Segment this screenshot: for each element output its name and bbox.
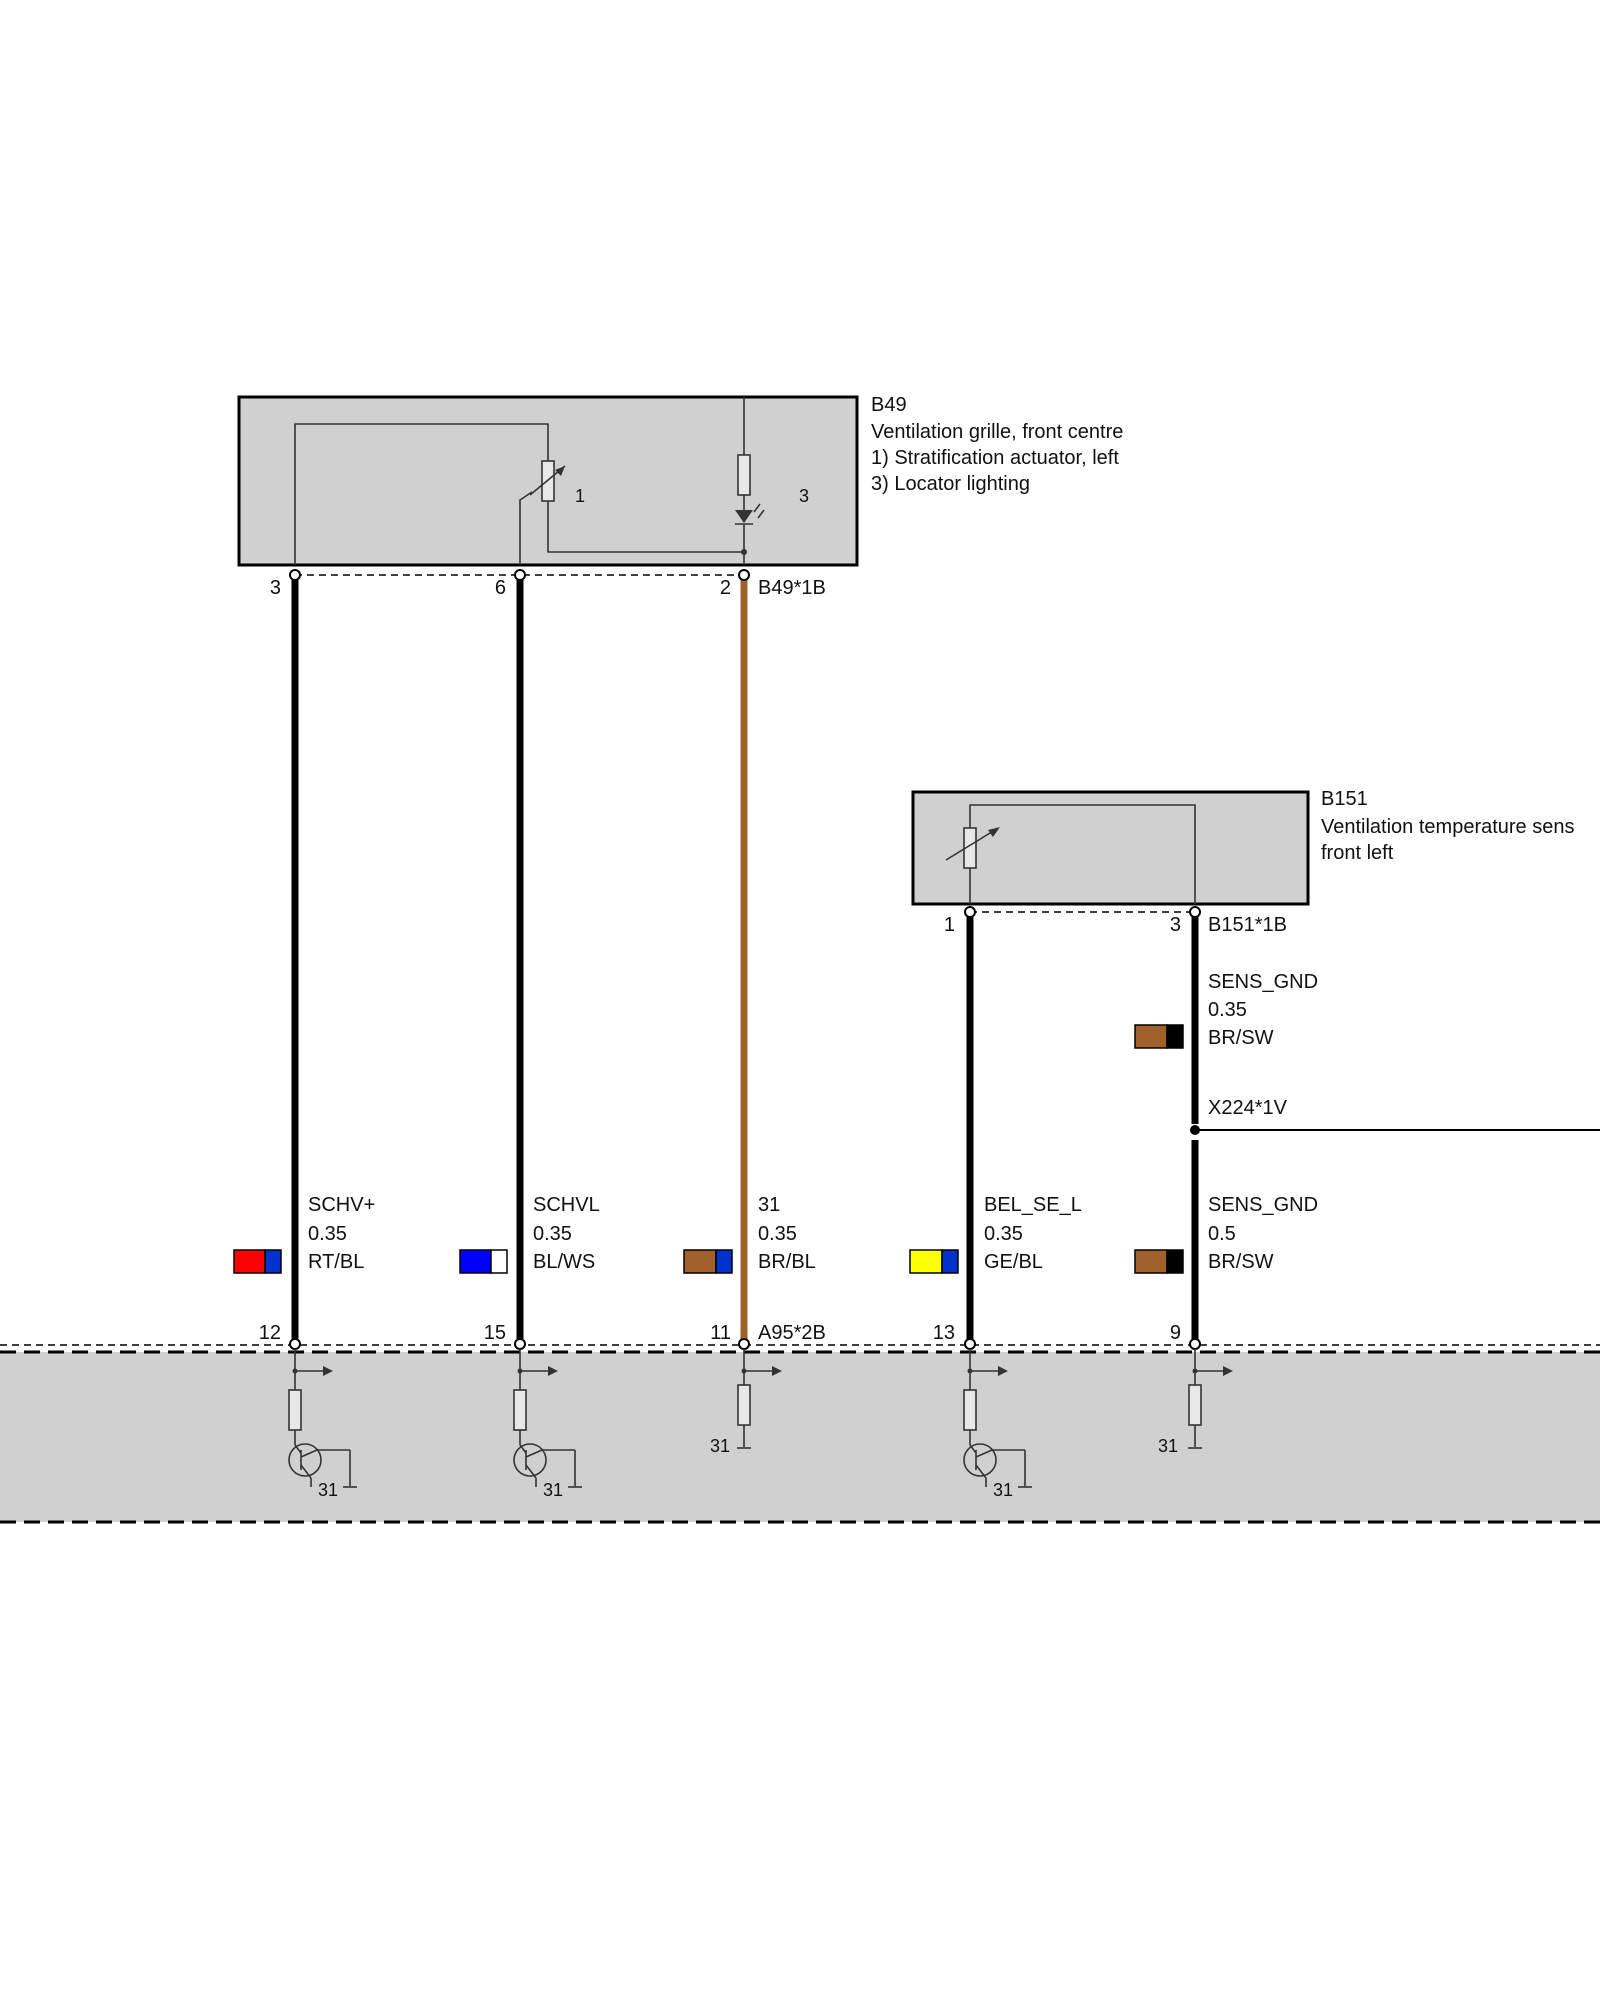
- pin-b49-6: [514, 569, 526, 581]
- b49-title: Ventilation grille, front centre: [871, 421, 1123, 443]
- wire-schvl-bottom-pin: 15: [484, 1322, 506, 1344]
- wire-sens-gnd-upper-color-code: BR/SW: [1208, 1027, 1274, 1049]
- b151-subtitle: front left: [1321, 842, 1394, 864]
- wire-schvl-signal: SCHVL: [533, 1194, 600, 1216]
- wire-sens-gnd-color-swatch: [1134, 1249, 1184, 1274]
- wire-bel-se-l-top-pin: 1: [944, 914, 955, 936]
- a95-housing: [0, 1352, 1600, 1522]
- wire-bel-se-l-signal: BEL_SE_L: [984, 1194, 1082, 1216]
- a95-ground-label-9: 31: [1158, 1436, 1178, 1456]
- wire-31-gauge: 0.35: [758, 1223, 797, 1245]
- wire-sens-gnd-top-pin: 3: [1170, 914, 1181, 936]
- wire-schvl-gauge: 0.35: [533, 1223, 572, 1245]
- component-a95[interactable]: A95*2B: [0, 1322, 1600, 1524]
- wire-schv-plus-gauge: 0.35: [308, 1223, 347, 1245]
- b151-id: B151: [1321, 788, 1368, 810]
- wire-sens-gnd-bottom-pin: 9: [1170, 1322, 1181, 1344]
- a95-input-stage-13: [963, 1349, 1032, 1488]
- wire-schv-plus-top-pin: 3: [270, 577, 281, 599]
- wire-sens-gnd-gauge: 0.5: [1208, 1223, 1236, 1245]
- wire-schv-plus[interactable]: 3 12 SCHV+ 0.35 RT/BL: [233, 569, 375, 1350]
- b151-internal-circuit: [945, 804, 1196, 904]
- a95-ground-label-15: 31: [543, 1480, 563, 1500]
- splice-x224[interactable]: X224*1V: [1190, 1097, 1600, 1135]
- pin-b151-3: [1189, 906, 1201, 918]
- wire-31-signal: 31: [758, 1194, 780, 1216]
- b49-note-3: 3) Locator lighting: [871, 473, 1030, 495]
- wire-bel-se-l-bottom-pin: 13: [933, 1322, 955, 1344]
- wire-31[interactable]: 2 11 31 0.35 BR/BL: [683, 569, 816, 1350]
- wire-bel-se-l-color-swatch: [909, 1249, 959, 1274]
- wire-31-top-pin: 2: [720, 577, 731, 599]
- b151-title: Ventilation temperature sens: [1321, 816, 1575, 838]
- b49-id: B49: [871, 394, 907, 416]
- pin-a95-15: [514, 1338, 526, 1350]
- a95-ground-label-11: 31: [710, 1436, 730, 1456]
- a95-ground-label-13: 31: [993, 1480, 1013, 1500]
- wire-schv-plus-signal: SCHV+: [308, 1194, 375, 1216]
- b49-note-1: 1) Stratification actuator, left: [871, 447, 1119, 469]
- b151-housing: [911, 790, 1310, 906]
- wire-schvl[interactable]: 6 15 SCHVL 0.35 BL/WS: [459, 569, 600, 1350]
- b49-marker-1: 1: [575, 486, 585, 506]
- wire-schvl-color-swatch: [459, 1249, 508, 1274]
- wire-sens-gnd-signal: SENS_GND: [1208, 1194, 1318, 1216]
- wire-sens-gnd-upper-signal: SENS_GND: [1208, 971, 1318, 993]
- wire-31-bottom-pin: 11: [710, 1322, 731, 1344]
- pin-a95-11: [738, 1338, 750, 1350]
- wire-bel-se-l[interactable]: 1 13 BEL_SE_L 0.35 GE/BL: [909, 906, 1082, 1350]
- a95-ground-label-12: 31: [318, 1480, 338, 1500]
- pin-b49-2: [738, 569, 750, 581]
- b49-connector-label: B49*1B: [758, 577, 826, 599]
- splice-x224-label: X224*1V: [1208, 1097, 1288, 1119]
- wire-bel-se-l-gauge: 0.35: [984, 1223, 1023, 1245]
- wire-sens-gnd[interactable]: 3 9 SENS_GND 0.35 BR/SW SENS_GND 0.5 BR/…: [1134, 906, 1318, 1350]
- a95-input-stage-11: [737, 1349, 782, 1449]
- wire-sens-gnd-color-code: BR/SW: [1208, 1251, 1274, 1273]
- b49-internal-circuit: [294, 397, 765, 565]
- wire-31-color-swatch: [683, 1249, 733, 1274]
- b151-connector-label: B151*1B: [1208, 914, 1287, 936]
- component-b49[interactable]: 1 3 B49 Ventilation grille, front centre…: [237, 394, 1123, 599]
- pin-a95-9: [1189, 1338, 1201, 1350]
- wire-sens-gnd-upper-color-swatch: [1134, 1024, 1184, 1049]
- pin-b49-3: [289, 569, 301, 581]
- wire-schv-plus-color-swatch: [233, 1249, 282, 1274]
- wire-sens-gnd-upper-gauge: 0.35: [1208, 999, 1247, 1021]
- wire-schvl-color-code: BL/WS: [533, 1251, 595, 1273]
- wire-bel-se-l-color-code: GE/BL: [984, 1251, 1043, 1273]
- pin-a95-12: [289, 1338, 301, 1350]
- wire-31-color-code: BR/BL: [758, 1251, 816, 1273]
- a95-connector-label: A95*2B: [758, 1322, 826, 1344]
- a95-input-stage-9: [1188, 1349, 1233, 1449]
- component-b151[interactable]: B151 Ventilation temperature sens front …: [911, 788, 1575, 936]
- a95-input-stage-12: [288, 1349, 357, 1488]
- wire-schv-plus-color-code: RT/BL: [308, 1251, 364, 1273]
- pin-a95-13: [964, 1338, 976, 1350]
- pin-b151-1: [964, 906, 976, 918]
- wire-schvl-top-pin: 6: [495, 577, 506, 599]
- b49-marker-3: 3: [799, 486, 809, 506]
- a95-input-stage-15: [513, 1349, 582, 1488]
- wire-schv-plus-bottom-pin: 12: [259, 1322, 281, 1344]
